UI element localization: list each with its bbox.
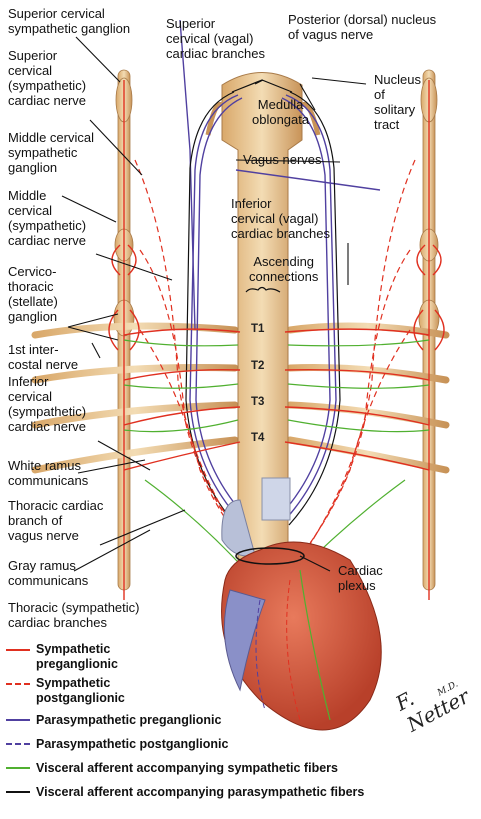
legend-label: Sympathetic preganglionic [36,642,118,672]
legend-label: Parasympathetic preganglionic [36,713,221,728]
label-thoracic-cardiac-branch-vagus: Thoracic cardiac branch of vagus nerve [8,498,103,543]
legend-label: Visceral afferent accompanying parasympa… [36,785,364,800]
legend-afferent-parasympathetic: Visceral afferent accompanying parasympa… [6,784,364,800]
legend-label: Visceral afferent accompanying sympathet… [36,761,338,776]
label-nucleus-solitary-tract: Nucleus of solitary tract [374,72,421,132]
legend-swatch-solid-black [6,791,30,793]
label-middle-cervical-sympathetic-cardiac-nerve: Middle cervical (sympathetic) cardiac ne… [8,188,86,248]
label-first-intercostal-nerve: 1st inter- costal nerve [8,342,78,372]
legend-label: Sympathetic postganglionic [36,676,125,706]
legend-swatch-solid-green [6,767,30,769]
segment-t4: T4 [251,432,264,444]
label-cervicothoracic-ganglion: Cervico- thoracic (stellate) ganglion [8,264,58,324]
legend-swatch-solid-red [6,649,30,651]
legend-swatch-dashed-purple [6,743,30,745]
legend-parasympathetic-preganglionic: Parasympathetic preganglionic [6,712,221,728]
label-superior-cervical-vagal-cardiac-branches: Superior cervical (vagal) cardiac branch… [166,16,265,61]
label-thoracic-sympathetic-cardiac-branches: Thoracic (sympathetic) cardiac branches [8,600,139,630]
label-gray-ramus-communicans: Gray ramus communicans [8,558,88,588]
label-cardiac-plexus: Cardiac plexus [338,563,383,593]
segment-t3: T3 [251,396,264,408]
legend-parasympathetic-postganglionic: Parasympathetic postganglionic [6,736,228,752]
legend-afferent-sympathetic: Visceral afferent accompanying sympathet… [6,760,338,776]
label-medulla-oblongata: Medulla oblongata [252,97,309,127]
legend-sympathetic-preganglionic: Sympathetic preganglionic [6,642,118,672]
label-posterior-nucleus-vagus: Posterior (dorsal) nucleus of vagus nerv… [288,12,436,42]
segment-t1: T1 [251,323,264,335]
label-inferior-cervical-sympathetic-cardiac-nerve: Inferior cervical (sympathetic) cardiac … [8,374,86,434]
legend-sympathetic-postganglionic: Sympathetic postganglionic [6,676,125,706]
label-middle-cervical-sympathetic-ganglion: Middle cervical sympathetic ganglion [8,130,94,175]
label-inferior-cervical-vagal-cardiac-branches: Inferior cervical (vagal) cardiac branch… [231,196,330,241]
legend-swatch-dashed-red [6,683,30,685]
legend-label: Parasympathetic postganglionic [36,737,228,752]
label-ascending-connections: Ascending connections [249,254,318,284]
label-superior-cervical-sympathetic-cardiac-nerve: Superior cervical (sympathetic) cardiac … [8,48,86,108]
label-superior-cervical-sympathetic-ganglion: Superior cervical sympathetic ganglion [8,6,130,36]
label-white-ramus-communicans: White ramus communicans [8,458,88,488]
segment-t2: T2 [251,360,264,372]
legend-swatch-solid-purple [6,719,30,721]
label-vagus-nerves: Vagus nerves [243,152,322,167]
